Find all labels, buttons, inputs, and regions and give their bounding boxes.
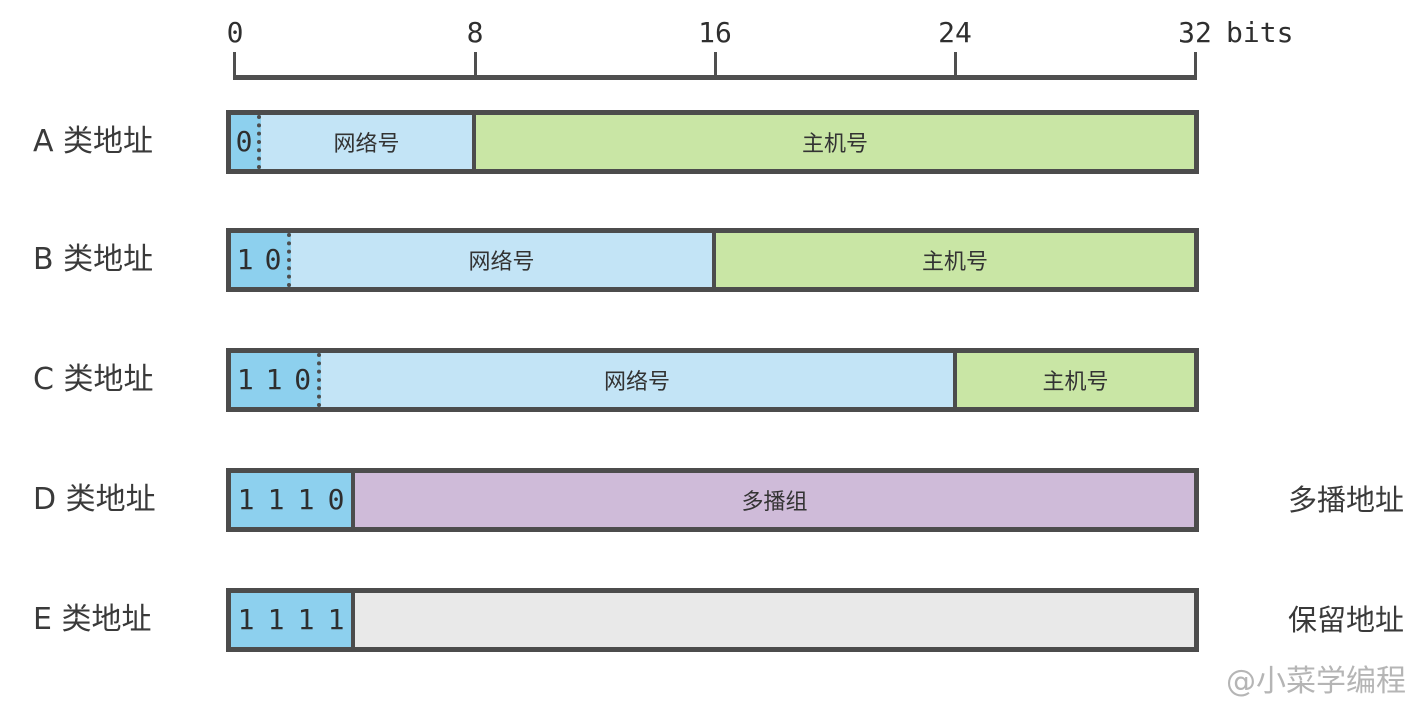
prefix-bit: 1 — [237, 483, 255, 516]
row-class-c: C 类地址 1 1 0 网络号 主机号 — [0, 348, 1420, 412]
prefix-bit: 1 — [265, 363, 283, 396]
ruler-tick-32 — [1194, 52, 1197, 78]
row-label-class-e: E 类地址 — [33, 602, 152, 637]
network-segment-label: 网络号 — [333, 132, 400, 157]
reserved-segment — [351, 593, 1194, 647]
address-bar-class-a: 0 网络号 主机号 — [226, 110, 1199, 174]
row-class-a: A 类地址 0 网络号 主机号 — [0, 110, 1420, 174]
prefix-bit: 0 — [235, 125, 253, 158]
ruler-tick-0 — [233, 52, 236, 78]
right-label-class-e: 保留地址 — [1288, 603, 1405, 637]
ruler-unit-label: bits — [1226, 16, 1294, 49]
prefix-bit: 1 — [236, 363, 254, 396]
prefix-bits-class-c: 1 1 0 — [231, 353, 321, 407]
prefix-bits-class-b: 1 0 — [231, 233, 291, 287]
network-segment: 网络号 — [321, 353, 953, 407]
ruler-label-24: 24 — [938, 16, 972, 49]
multicast-segment: 多播组 — [351, 473, 1194, 527]
ruler-tick-8 — [474, 52, 477, 78]
row-class-e: E 类地址 1 1 1 1 保留地址 — [0, 588, 1420, 652]
right-label-class-d: 多播地址 — [1288, 483, 1405, 517]
row-label-class-c: C 类地址 — [33, 362, 154, 397]
prefix-bit: 1 — [297, 483, 315, 516]
ruler-label-32: 32 — [1178, 16, 1212, 49]
prefix-bit: 1 — [297, 603, 315, 636]
ruler-label-0: 0 — [226, 16, 244, 49]
multicast-segment-label: 多播组 — [741, 490, 808, 515]
prefix-bit: 0 — [327, 483, 345, 516]
prefix-bit: 0 — [264, 243, 282, 276]
address-bar-class-e: 1 1 1 1 — [226, 588, 1199, 652]
host-segment: 主机号 — [953, 353, 1194, 407]
network-segment: 网络号 — [291, 233, 712, 287]
prefix-bit: 1 — [237, 603, 255, 636]
address-bar-class-b: 1 0 网络号 主机号 — [226, 228, 1199, 292]
prefix-bit: 1 — [327, 603, 345, 636]
network-segment: 网络号 — [261, 115, 472, 169]
host-segment: 主机号 — [472, 115, 1194, 169]
row-class-d: D 类地址 1 1 1 0 多播组 多播地址 — [0, 468, 1420, 532]
ruler-label-16: 16 — [698, 16, 732, 49]
row-label-class-b: B 类地址 — [33, 242, 154, 277]
host-segment-label: 主机号 — [801, 132, 868, 157]
row-label-class-a: A 类地址 — [33, 124, 154, 159]
host-segment-label: 主机号 — [1042, 370, 1109, 395]
watermark: @小菜学编程 — [1226, 664, 1406, 699]
address-bar-class-d: 1 1 1 0 多播组 — [226, 468, 1199, 532]
row-class-b: B 类地址 1 0 网络号 主机号 — [0, 228, 1420, 292]
row-label-class-d: D 类地址 — [33, 482, 156, 517]
prefix-bit: 0 — [294, 363, 312, 396]
prefix-bit: 1 — [267, 603, 285, 636]
network-segment-label: 网络号 — [603, 370, 670, 395]
ruler-tick-24 — [954, 52, 957, 78]
prefix-bit: 1 — [236, 243, 254, 276]
ruler-label-8: 8 — [466, 16, 484, 49]
host-segment-label: 主机号 — [921, 250, 988, 275]
ruler-tick-16 — [714, 52, 717, 78]
prefix-bit: 1 — [267, 483, 285, 516]
host-segment: 主机号 — [712, 233, 1194, 287]
network-segment-label: 网络号 — [468, 250, 535, 275]
prefix-bits-class-a: 0 — [231, 115, 261, 169]
address-bar-class-c: 1 1 0 网络号 主机号 — [226, 348, 1199, 412]
prefix-bits-class-e: 1 1 1 1 — [231, 593, 351, 647]
prefix-bits-class-d: 1 1 1 0 — [231, 473, 351, 527]
